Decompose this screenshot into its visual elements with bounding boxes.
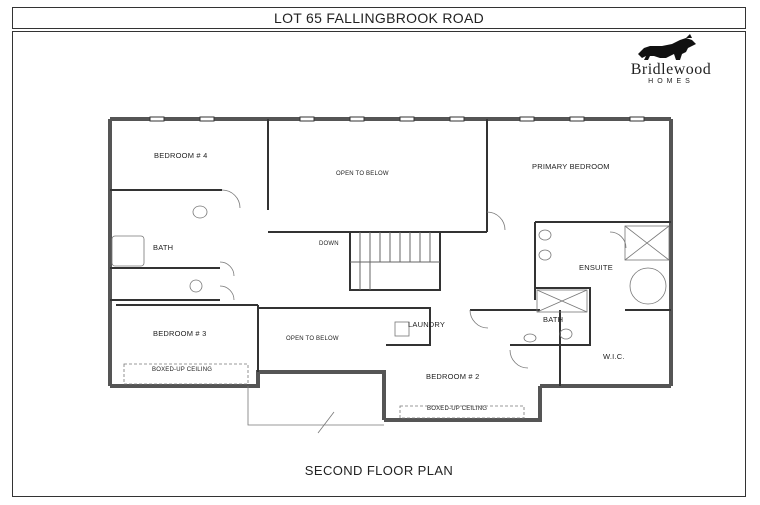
shower	[624, 225, 670, 261]
window	[349, 116, 365, 122]
stair-outline	[349, 231, 441, 291]
toilet	[192, 205, 208, 219]
window	[569, 116, 585, 122]
horse-logo-icon	[638, 34, 696, 60]
floor-plan-title: SECOND FLOOR PLAN	[304, 463, 454, 478]
label-down: DOWN	[319, 241, 339, 247]
door-swing	[469, 309, 489, 329]
label-bedroom-3: BEDROOM # 3	[153, 329, 207, 338]
window	[449, 116, 465, 122]
exterior-wall-bottom-left	[110, 370, 386, 420]
label-primary-bedroom: PRIMARY BEDROOM	[532, 162, 610, 171]
door-swing	[609, 231, 627, 249]
shower-diag	[624, 225, 670, 261]
label-bath-left: BATH	[153, 243, 174, 252]
sink	[538, 249, 552, 261]
label-bedroom-2: BEDROOM # 2	[426, 372, 480, 381]
door-swing	[509, 349, 529, 369]
plan-frame	[12, 31, 746, 497]
bathtub	[111, 235, 145, 267]
brand-name: Bridlewood	[630, 61, 712, 78]
balcony-outline	[247, 386, 384, 426]
wall-right-bath	[510, 287, 591, 346]
boxed-ceiling-right-outline	[399, 405, 525, 419]
window	[399, 116, 415, 122]
lot-title: LOT 65 FALLINGBROOK ROAD	[273, 10, 484, 26]
toilet	[189, 279, 203, 293]
label-ensuite: ENSUITE	[579, 263, 613, 272]
door-swing	[486, 211, 506, 231]
label-open-to-below-top: OPEN TO BELOW	[336, 171, 389, 177]
door-swing	[221, 189, 241, 209]
brand-subtitle: HOMES	[648, 78, 694, 85]
label-bedroom-4: BEDROOM # 4	[154, 151, 208, 160]
sink	[523, 333, 537, 343]
door-swing	[219, 261, 235, 277]
sink	[538, 229, 552, 241]
boxed-ceiling-left-outline	[123, 363, 249, 385]
label-open-to-below-mid: OPEN TO BELOW	[286, 336, 339, 342]
toilet	[559, 328, 573, 340]
exterior-wall-bottom-mid	[384, 386, 542, 422]
ensuite-tub	[629, 267, 667, 305]
wall-laundry-box	[386, 307, 431, 346]
section-arrow	[317, 411, 335, 434]
door-swing	[219, 285, 235, 301]
label-wic: W.I.C.	[603, 352, 625, 361]
plan-title-bar: LOT 65 FALLINGBROOK ROAD	[12, 7, 746, 29]
window	[629, 116, 645, 122]
window	[199, 116, 215, 122]
label-laundry: LAUNDRY	[408, 320, 446, 329]
window	[519, 116, 535, 122]
label-boxed-ceiling-left: BOXED-UP CEILING	[152, 367, 213, 373]
label-boxed-ceiling-right: BOXED-UP CEILING	[427, 406, 488, 412]
window	[299, 116, 315, 122]
label-bath-right: BATH	[543, 315, 564, 324]
right-shower	[536, 289, 588, 313]
washer	[394, 321, 410, 337]
window	[149, 116, 165, 122]
